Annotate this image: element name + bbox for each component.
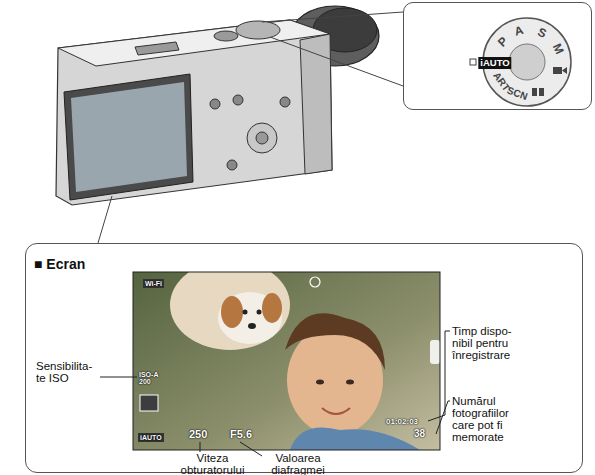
boy-hair: [285, 313, 385, 370]
screen-readout: 250: [189, 429, 207, 441]
leader-line: [436, 401, 450, 434]
tilting-lcd: [64, 74, 193, 200]
button: [280, 97, 290, 107]
callout-label: Timp dispo- nibil pentru înregistrare: [452, 325, 524, 361]
dial-mode-letter: A: [513, 24, 525, 38]
dial-mode-letter: iAUTO: [478, 57, 511, 69]
dial-center: [509, 44, 545, 80]
puppy-eye: [243, 310, 248, 315]
mode-dial-detail: [470, 18, 571, 106]
arrow-pad: [247, 123, 277, 153]
dial-index-mark: [470, 59, 476, 65]
mode-dial: [236, 21, 280, 39]
puppy: [218, 292, 282, 344]
leader-line: [262, 12, 403, 22]
screen-frame: [133, 272, 440, 450]
puppy-ear: [262, 293, 282, 323]
panel-heading: ■ Ecran: [34, 257, 85, 272]
face-detect-icon: [310, 277, 320, 287]
top-plate: [58, 20, 330, 66]
callout-label: Viteza obturatorului: [170, 452, 255, 475]
leader-line: [100, 377, 137, 378]
button: [227, 160, 237, 170]
callout-label: Valoarea diafragmei: [262, 452, 334, 475]
mode-dial-callout: PASMiAUTOARTSCN: [403, 2, 592, 110]
photo-story-icon: [532, 88, 537, 96]
dial-mode-letter: P: [496, 35, 511, 50]
boy-eye: [346, 380, 354, 385]
movie-icon: [553, 67, 562, 74]
button: [233, 95, 243, 105]
puppy-eye: [257, 310, 262, 315]
camera-body: [56, 20, 332, 205]
button: [210, 99, 220, 109]
screen-tab: [430, 340, 440, 364]
screen-readout: 01:02:03: [386, 418, 418, 426]
callout-label: Numărul fotografiilor care pot fi memora…: [452, 395, 524, 443]
dial-mode-letter: SCN: [505, 85, 528, 102]
hot-shoe: [135, 42, 179, 55]
dial-mode-letter: M: [550, 42, 566, 56]
lcd-screen: [71, 82, 187, 192]
leader-line: [270, 37, 403, 86]
leader-line: [428, 331, 450, 421]
screen-readout: Wi-Fi: [143, 279, 164, 288]
camera-screen: Wi-FiISO-A 200 iAUTO 250 F5.6 01:02:03 38: [134, 273, 441, 451]
screen-readout: 38: [414, 429, 425, 440]
camera-grip: [300, 34, 332, 174]
boy-smile: [322, 408, 350, 414]
touch-icon: [140, 395, 158, 411]
callout-label: Sensibilita- te ISO: [36, 360, 102, 384]
screen-readout: ISO-A 200: [139, 371, 161, 386]
puppy-nose: [248, 323, 256, 329]
boy-eye: [316, 380, 324, 385]
photo-arm: [170, 272, 290, 350]
leader-line: [98, 196, 112, 243]
ok-button: [256, 132, 268, 144]
movie-icon: [562, 67, 567, 74]
puppy-ear: [221, 296, 243, 328]
shutter-button: [214, 31, 238, 41]
camera-illustration: [56, 6, 379, 205]
boy-shirt: [290, 428, 420, 451]
photo-story-icon: [539, 88, 544, 96]
screen-readout: iAUTO: [138, 433, 164, 442]
leader-line: [240, 442, 262, 456]
leader-line: [200, 442, 201, 452]
screen-readout: F5.6: [230, 429, 252, 441]
screen-photo: [133, 272, 440, 450]
dial-mode-letter: S: [536, 26, 549, 41]
